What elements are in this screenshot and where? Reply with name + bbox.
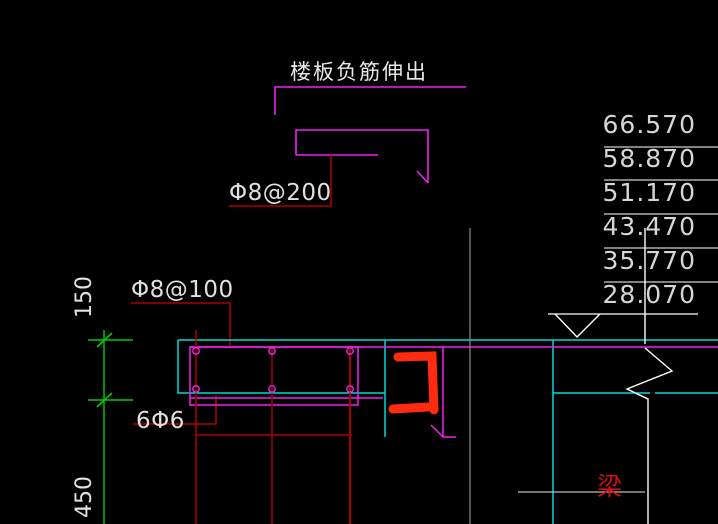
elevation-value-2: 58.870 [602,144,696,173]
leader-stirrup-lower [131,302,231,348]
elevation-value-3: 51.170 [602,178,696,207]
rebar-dot-top-2 [268,347,276,355]
zigzag-break [625,228,674,524]
leader-stirrup-upper [229,155,332,207]
elevation-value-1: 66.570 [602,110,696,139]
rebar-dot-bot-1 [192,385,200,393]
dimension-lines-left [88,330,133,524]
rebar-top-leader [274,86,466,115]
label-stirrup-lower: Φ8@100 [131,277,234,303]
elevation-value-4: 43.470 [602,212,696,241]
label-beam: 梁 [597,472,623,501]
redline-markup [388,351,439,415]
dimension-label-upper: 150 [72,276,97,318]
elevation-leaders [548,146,718,315]
beam-left-and-bottom [177,340,385,394]
rebar-dot-top-1 [192,347,200,355]
label-rebar-count: 6Φ6 [136,408,185,434]
rebar-dot-bot-2 [268,385,276,393]
stirrup-cage [189,346,718,438]
slab-note-title: 楼板负筋伸出 [290,60,428,84]
elevation-triangle [554,313,601,339]
dimension-tick-top [96,332,113,348]
longitudinal-rebar [192,330,354,524]
rebar-arrow-head [416,170,429,184]
dimension-tick-mid [96,392,113,408]
rebar-dot-bot-3 [346,385,354,393]
slab-beam-section [177,339,718,524]
markup-stroke-bar [388,402,433,414]
markup-bent-bar [442,347,456,438]
level-triangle [554,313,601,339]
slab-negative-rebar-annotation [274,86,466,184]
rebar-dot-top-3 [346,347,354,355]
break-zigzag [625,347,674,524]
elevation-value-5: 35.770 [602,246,696,275]
leader-line-lower [131,302,231,348]
leader-line-upper [229,155,332,207]
dimension-label-lower: 450 [72,476,97,518]
markup-stroke-hook [393,351,439,415]
rebar-bent-shape [295,129,429,183]
label-stirrup-upper: Φ8@200 [229,180,332,206]
elevation-value-6: 28.070 [602,280,696,309]
markup-bent-arrow [430,424,444,438]
